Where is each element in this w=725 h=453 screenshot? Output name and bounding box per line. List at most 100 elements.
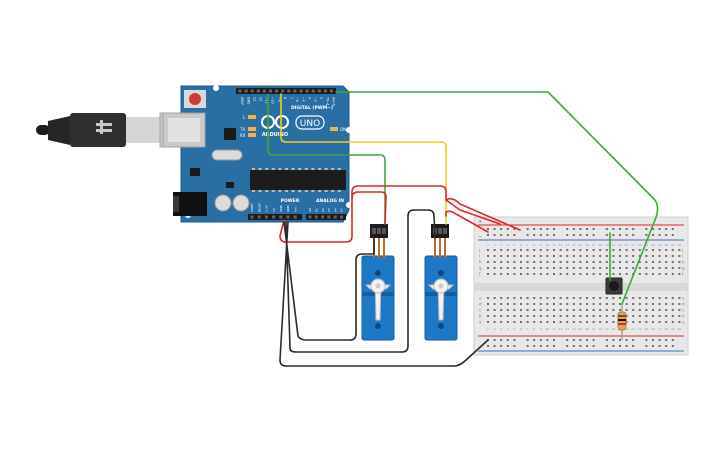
breadboard-hole[interactable] [645, 249, 648, 251]
breadboard-hole[interactable] [526, 297, 529, 299]
breadboard-hole[interactable] [599, 309, 602, 311]
breadboard-hole[interactable] [520, 255, 522, 257]
breadboard-hole[interactable] [605, 249, 608, 251]
breadboard-hole[interactable] [678, 303, 681, 305]
rail-hole[interactable] [546, 234, 549, 236]
breadboard-hole[interactable] [500, 255, 503, 257]
analog-header-hole[interactable] [333, 215, 337, 219]
power-header-hole[interactable] [279, 215, 283, 219]
breadboard-hole[interactable] [632, 309, 635, 311]
rail-hole[interactable] [652, 345, 654, 347]
breadboard-hole[interactable] [671, 315, 674, 317]
breadboard-hole[interactable] [493, 261, 496, 263]
rail-hole[interactable] [579, 345, 582, 347]
breadboard-hole[interactable] [539, 255, 542, 257]
breadboard-hole[interactable] [671, 309, 674, 311]
digital-header-hole[interactable] [330, 89, 333, 93]
rail-hole[interactable] [539, 234, 542, 236]
breadboard-hole[interactable] [605, 315, 608, 317]
rail-hole[interactable] [500, 345, 503, 347]
breadboard-hole[interactable] [487, 255, 489, 257]
breadboard-hole[interactable] [506, 267, 509, 269]
breadboard-hole[interactable] [579, 255, 582, 257]
rail-hole[interactable] [546, 339, 549, 341]
breadboard-hole[interactable] [506, 303, 509, 305]
breadboard-hole[interactable] [487, 303, 489, 305]
analog-header-hole[interactable] [340, 215, 343, 219]
rail-hole[interactable] [586, 345, 588, 347]
breadboard-hole[interactable] [546, 315, 549, 317]
breadboard-hole[interactable] [559, 315, 562, 317]
breadboard-hole[interactable] [671, 321, 674, 323]
breadboard-hole[interactable] [553, 321, 555, 323]
rail-hole[interactable] [605, 234, 608, 236]
breadboard-hole[interactable] [526, 261, 529, 263]
breadboard-hole[interactable] [520, 303, 522, 305]
rail-hole[interactable] [612, 339, 615, 341]
breadboard-hole[interactable] [513, 297, 516, 299]
digital-header-hole[interactable] [299, 89, 303, 93]
breadboard-hole[interactable] [493, 315, 496, 317]
breadboard-hole[interactable] [605, 255, 608, 257]
breadboard-hole[interactable] [566, 321, 569, 323]
breadboard-hole[interactable] [487, 309, 489, 311]
rail-hole[interactable] [665, 339, 668, 341]
breadboard-hole[interactable] [539, 297, 542, 299]
breadboard-hole[interactable] [506, 297, 509, 299]
rail-hole[interactable] [579, 234, 582, 236]
rail-hole[interactable] [625, 345, 628, 347]
rail-hole[interactable] [612, 345, 615, 347]
rail-hole[interactable] [487, 345, 489, 347]
breadboard-hole[interactable] [592, 297, 595, 299]
breadboard-hole[interactable] [533, 255, 536, 257]
rail-hole[interactable] [586, 234, 588, 236]
breadboard-hole[interactable] [572, 267, 575, 269]
rail-hole[interactable] [539, 345, 542, 347]
breadboard-hole[interactable] [586, 249, 588, 251]
breadboard-hole[interactable] [553, 255, 555, 257]
breadboard-hole[interactable] [612, 261, 615, 263]
breadboard-hole[interactable] [665, 261, 668, 263]
breadboard-hole[interactable] [638, 297, 641, 299]
breadboard-hole[interactable] [605, 309, 608, 311]
breadboard-hole[interactable] [506, 321, 509, 323]
breadboard-hole[interactable] [592, 261, 595, 263]
power-header-hole[interactable] [293, 215, 297, 219]
breadboard-hole[interactable] [553, 261, 555, 263]
breadboard-hole[interactable] [658, 303, 661, 305]
breadboard-hole[interactable] [665, 267, 668, 269]
breadboard-hole[interactable] [652, 315, 654, 317]
breadboard-hole[interactable] [605, 267, 608, 269]
breadboard-hole[interactable] [592, 273, 595, 275]
breadboard-hole[interactable] [500, 249, 503, 251]
rail-hole[interactable] [671, 228, 674, 230]
breadboard-hole[interactable] [671, 255, 674, 257]
breadboard-hole[interactable] [559, 303, 562, 305]
rail-hole[interactable] [612, 234, 615, 236]
rail-hole[interactable] [605, 228, 608, 230]
breadboard-hole[interactable] [520, 321, 522, 323]
breadboard-hole[interactable] [658, 321, 661, 323]
breadboard-hole[interactable] [619, 297, 621, 299]
breadboard-hole[interactable] [665, 297, 668, 299]
breadboard-hole[interactable] [539, 267, 542, 269]
breadboard-hole[interactable] [526, 315, 529, 317]
rail-hole[interactable] [553, 339, 555, 341]
breadboard-hole[interactable] [638, 261, 641, 263]
breadboard-hole[interactable] [493, 267, 496, 269]
rail-hole[interactable] [605, 345, 608, 347]
breadboard-hole[interactable] [638, 315, 641, 317]
breadboard-hole[interactable] [533, 267, 536, 269]
breadboard-hole[interactable] [539, 303, 542, 305]
breadboard-hole[interactable] [526, 309, 529, 311]
breadboard-hole[interactable] [671, 249, 674, 251]
breadboard-hole[interactable] [665, 315, 668, 317]
power-header-hole[interactable] [272, 215, 276, 219]
breadboard-hole[interactable] [592, 315, 595, 317]
breadboard-hole[interactable] [665, 303, 668, 305]
breadboard-hole[interactable] [539, 273, 542, 275]
breadboard-hole[interactable] [599, 321, 602, 323]
breadboard-hole[interactable] [566, 255, 569, 257]
breadboard-hole[interactable] [533, 249, 536, 251]
rail-hole[interactable] [632, 228, 635, 230]
